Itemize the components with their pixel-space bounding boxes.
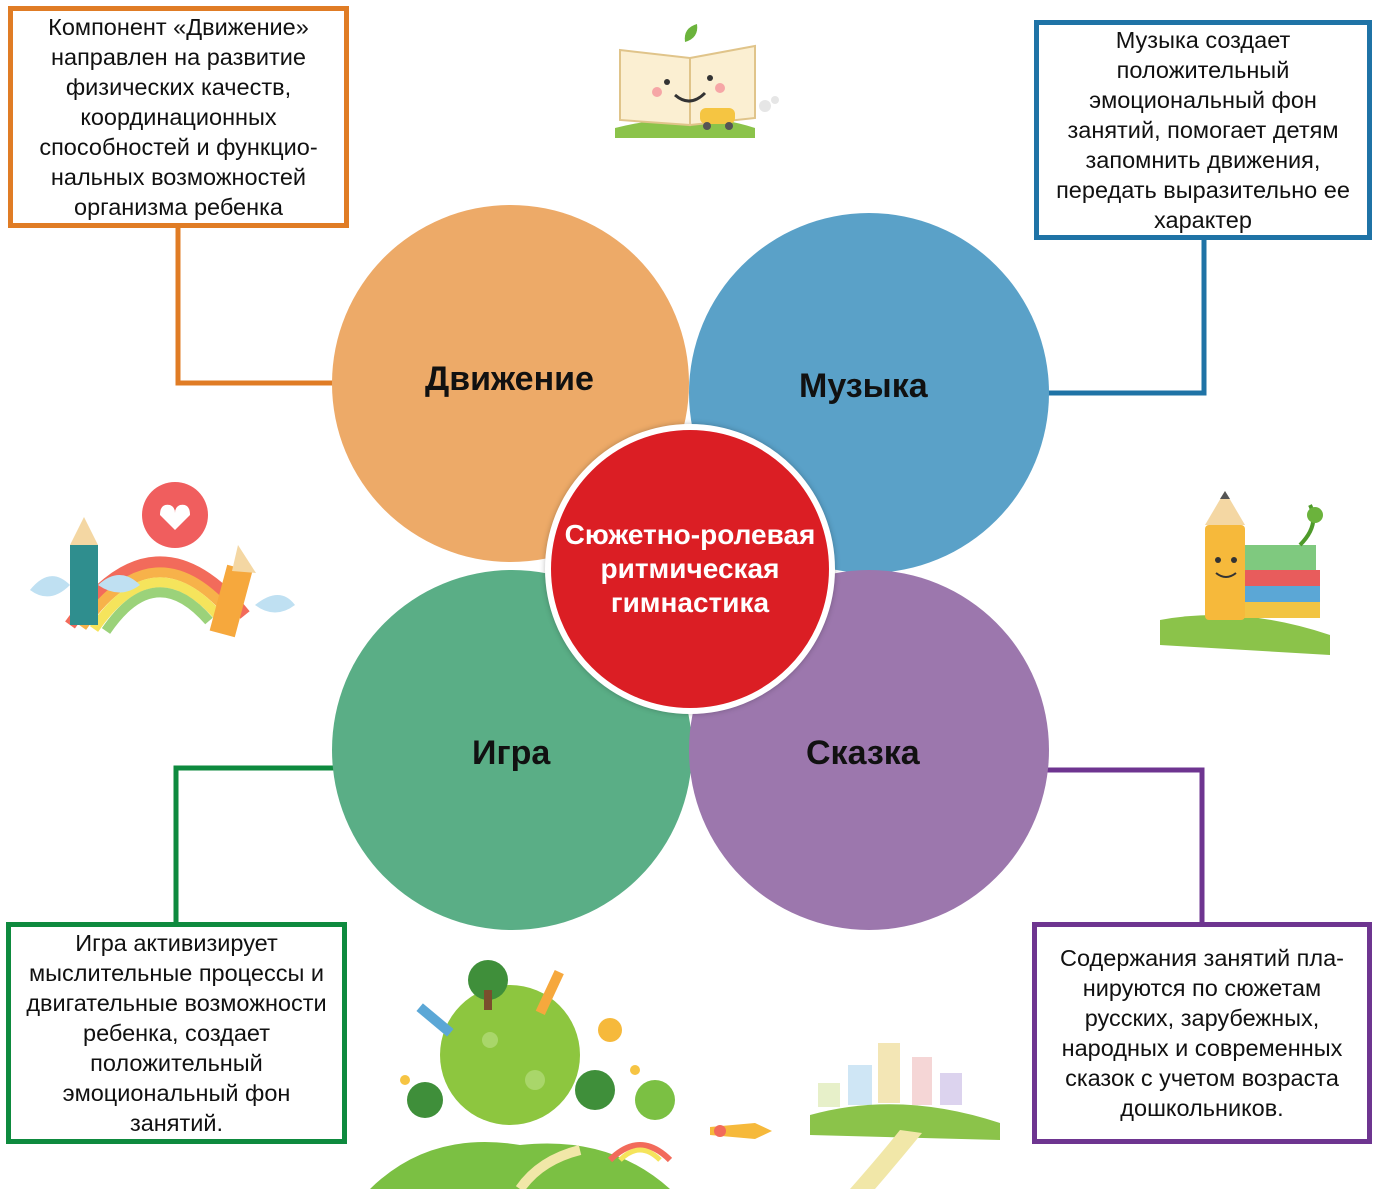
box-line: Компонент «Движение» (48, 14, 309, 40)
box-line: дошкольников. (1120, 1095, 1284, 1121)
circle-skazka: Сказка (689, 570, 1049, 930)
box-dvizhenie-text: Компонент «Движение» направлен на развит… (39, 12, 317, 222)
box-muzyka: Музыка создает положительный эмоциональн… (1034, 20, 1372, 240)
box-line: положительный (90, 1050, 263, 1076)
center-line-2: ритмическая (600, 553, 780, 584)
connector-muzyka (1045, 238, 1207, 396)
center-line-3: гимнастика (610, 587, 770, 618)
box-line: передать выразительно ее (1056, 177, 1350, 203)
box-muzyka-text: Музыка создает положительный эмоциональн… (1056, 25, 1350, 235)
center-line-1: Сюжетно-ролевая (564, 519, 816, 550)
box-line: эмоциональный фон (62, 1080, 291, 1106)
box-line: народных и современных (1061, 1035, 1343, 1061)
box-line: координационных (80, 104, 277, 130)
box-skazka-text: Содержания занятий пла- нируются по сюже… (1060, 943, 1344, 1123)
box-igra: Игра активизирует мыслительные процессы … (6, 922, 347, 1144)
box-line: физических качеств, (65, 74, 292, 100)
box-line: Музыка создает (1115, 27, 1291, 53)
connector-dvizhenie (175, 226, 335, 386)
box-line: занятий, помогает детям (1067, 117, 1339, 143)
box-igra-text: Игра активизирует мыслительные процессы … (26, 928, 326, 1138)
center-title: Сюжетно-ролевая ритмическая гимнастика (557, 518, 824, 620)
box-skazka: Содержания занятий пла- нируются по сюже… (1032, 922, 1372, 1144)
box-line: способностей и функцио- (39, 134, 318, 160)
box-line: характер (1154, 207, 1252, 233)
box-line: организма ребенка (74, 194, 283, 220)
center-circle: Сюжетно-ролевая ритмическая гимнастика (545, 424, 835, 714)
box-line: направлен на развитие (51, 44, 306, 70)
box-line: сказок с учетом возраста (1065, 1065, 1339, 1091)
rainbow-pencils-icon (30, 482, 295, 638)
circle-skazka-label: Сказка (806, 734, 920, 772)
box-line: нируются по сюжетам (1082, 975, 1322, 1001)
box-line: эмоциональный фон (1089, 87, 1317, 113)
connector-skazka (1045, 767, 1205, 924)
connector-igra (173, 765, 335, 924)
box-line: русских, зарубежных, (1084, 1005, 1320, 1031)
circle-igra-label: Игра (472, 734, 551, 772)
box-line: Игра активизирует (75, 930, 278, 956)
box-line: ребенка, создает (83, 1020, 270, 1046)
box-line: положительный (1116, 57, 1290, 83)
box-line: Содержания занятий пла- (1060, 945, 1344, 971)
city-road-icon (710, 1043, 1000, 1189)
box-line: запомнить движения, (1085, 147, 1321, 173)
box-line: двигательные возможности (26, 990, 327, 1016)
box-line: занятий. (129, 1110, 224, 1136)
box-line: нальных возможностей (50, 164, 307, 190)
box-line: мыслительные процессы и (28, 960, 324, 986)
book-sticker-icon (615, 24, 779, 138)
pencil-books-icon (1160, 491, 1330, 655)
box-dvizhenie: Компонент «Движение» направлен на развит… (8, 6, 349, 228)
circle-muzyka-label: Музыка (799, 367, 928, 405)
green-planet-icon (370, 960, 675, 1189)
circle-dvizhenie-label: Движение (425, 360, 594, 398)
